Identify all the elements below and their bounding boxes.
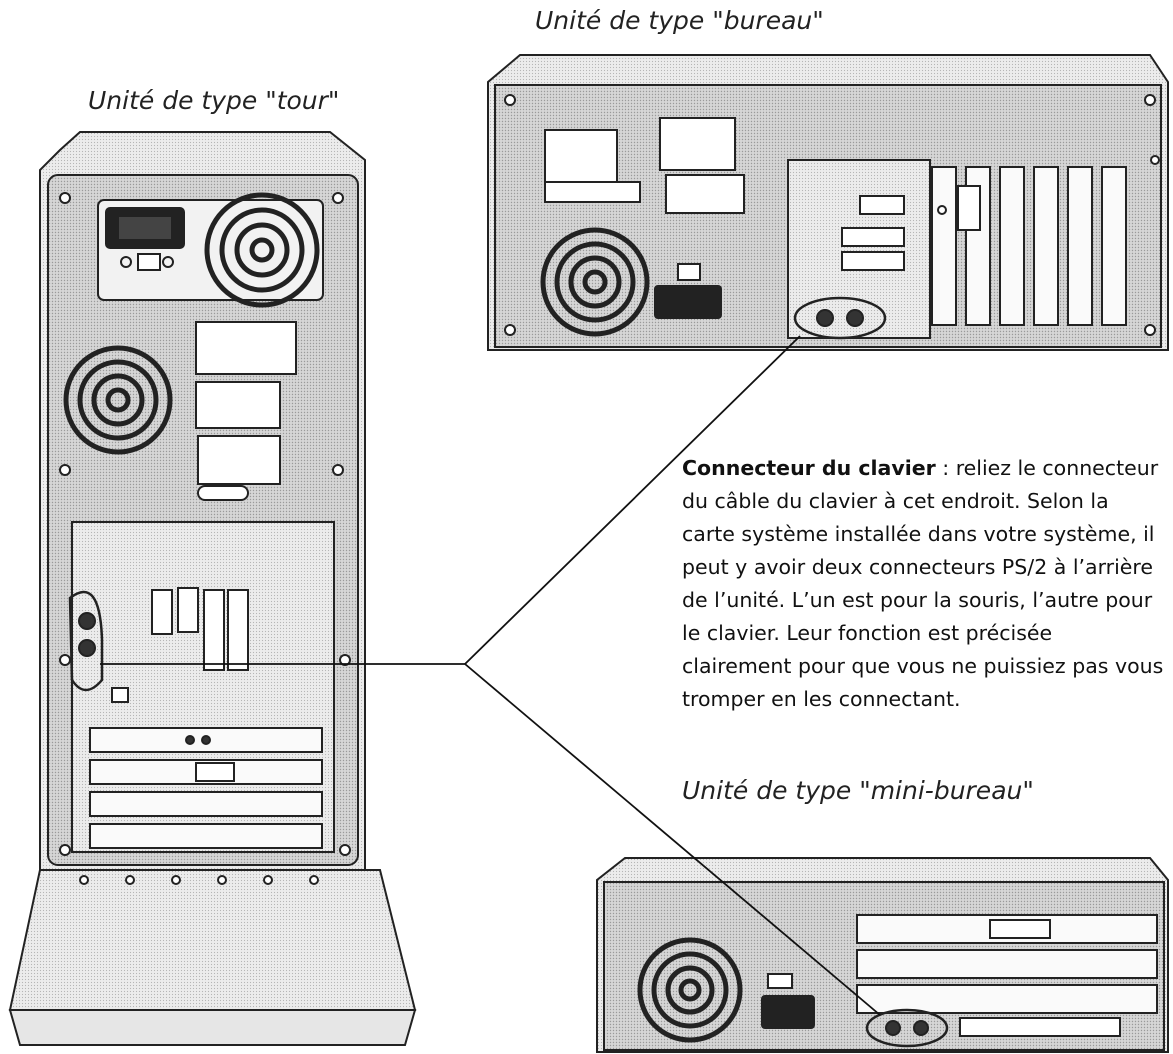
callout-lines xyxy=(100,335,881,1016)
tower-unit-illustration xyxy=(8,131,417,1046)
callout-text: : reliez le connecteur du câble du clavi… xyxy=(682,456,1164,711)
keyboard-connector-callout: Connecteur du clavier : reliez le connec… xyxy=(682,452,1168,716)
desktop-unit-label: Unité de type "bureau" xyxy=(535,6,824,35)
desktop-unit-illustration xyxy=(487,54,1169,351)
callout-term: Connecteur du clavier xyxy=(682,456,936,480)
mini-desktop-unit-illustration xyxy=(596,857,1169,1053)
tower-unit-label: Unité de type "tour" xyxy=(88,86,340,115)
mini-desktop-unit-label: Unité de type "mini-bureau" xyxy=(682,776,1034,805)
